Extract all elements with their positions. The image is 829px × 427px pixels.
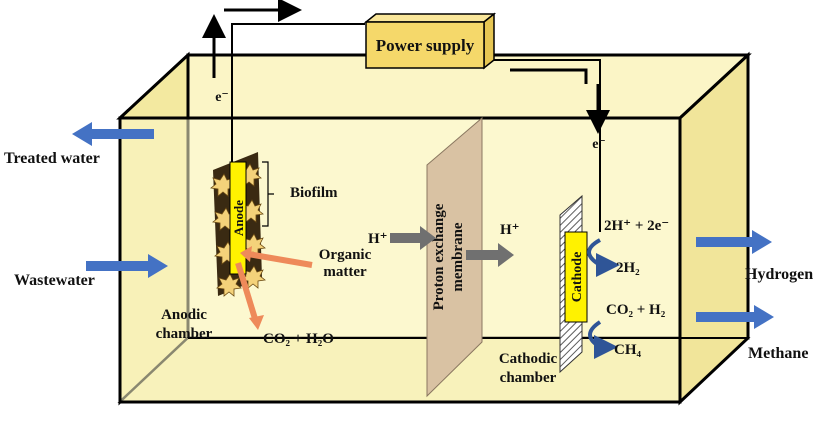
treated-water-label: Treated water (4, 150, 100, 167)
anodic-chamber-label-line2: chamber (156, 326, 213, 342)
electron-label-left: e⁻ (215, 90, 229, 105)
electron-label-right: e⁻ (592, 137, 606, 152)
cathode-assembly: Cathode (559, 194, 588, 374)
membrane-label-line2: membrane (450, 222, 466, 291)
organic-matter-arrows (235, 246, 313, 330)
cathode-electrode (564, 231, 588, 323)
flow-arrows (72, 122, 774, 329)
reaction-h2-evolution: 2H⁺ + 2e⁻ (604, 218, 669, 234)
proton-label-left: H⁺ (368, 231, 388, 247)
wastewater-inlet-arrow-icon (86, 254, 168, 278)
methane-outlet-arrow-icon (696, 305, 774, 329)
product-ch4-label: CH₄ (614, 342, 642, 358)
hydrogen-outlet-arrow-icon (696, 230, 772, 254)
hydrogen-label: Hydrogen (745, 266, 813, 283)
co2-h2o-label: CO₂ + H₂O (263, 331, 334, 347)
organic-label-line2: matter (323, 264, 367, 280)
biofilm-label: Biofilm (290, 185, 338, 201)
anode-electrode (229, 161, 247, 275)
methane-label: Methane (748, 345, 808, 362)
proton-label-right: H⁺ (500, 222, 520, 238)
box-front-face (118, 116, 682, 404)
power-supply: Power supply (363, 12, 497, 70)
product-h2-label: 2H₂ (616, 260, 640, 276)
anodic-chamber-label-line1: Anodic (161, 307, 207, 323)
biofilm-bracket (262, 161, 274, 227)
wire-right (493, 59, 601, 232)
proton-arrows (390, 226, 514, 267)
cathodic-chamber-label-line1: Cathodic (499, 351, 558, 367)
reaction-methanation: CO₂ + H₂ (606, 302, 666, 318)
wastewater-label: Wastewater (14, 272, 95, 289)
treated-water-arrow-icon (72, 122, 154, 146)
external-circuit (231, 23, 601, 232)
organic-label-line1: Organic (319, 247, 372, 263)
cathode-reaction-arrows (587, 238, 620, 359)
proton-exchange-membrane (426, 116, 483, 398)
wire-left (231, 23, 365, 210)
cathodic-chamber-label-line2: chamber (500, 370, 557, 386)
membrane-label-line1: Proton exchange (431, 203, 447, 310)
power-supply-label: Power supply (376, 36, 475, 55)
box-right-face (678, 51, 750, 406)
cathode-label: Cathode (570, 252, 585, 303)
anode-label: Anode (231, 200, 246, 236)
electron-arrow-top-right-icon (510, 68, 588, 84)
